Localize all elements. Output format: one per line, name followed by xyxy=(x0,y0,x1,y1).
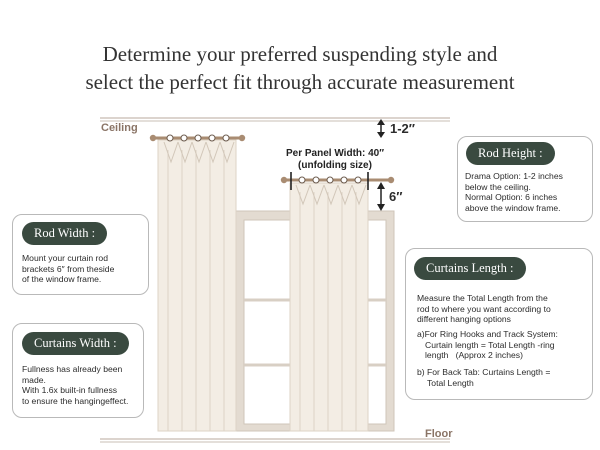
rod-width-line-2: brackets 6″ from theside xyxy=(22,263,115,274)
curtains-length-option-a: a)For Ring Hooks and Track System: Curta… xyxy=(417,329,591,361)
curtains-width-text: Fullness has already been made. With 1.6… xyxy=(22,364,144,406)
panel-width-line-2: (unfolding size) xyxy=(298,160,372,171)
curtain-left xyxy=(157,139,237,432)
curtains-length-intro-1: Measure the Total Length from the xyxy=(417,293,548,303)
rod-height-title: Rod Height : xyxy=(466,142,555,165)
curtain-right xyxy=(289,182,369,432)
rod-height-line-1: Drama Option: 1-2 inches xyxy=(465,171,563,181)
option-b-line-2: Total Length xyxy=(427,377,474,388)
rod-height-line-3: Normal Option: 6 inches xyxy=(465,192,558,202)
curtains-length-intro-2: rod to where you want according to xyxy=(417,303,551,314)
title-line-1: Determine your preferred suspending styl… xyxy=(102,42,498,66)
gap-window-label: 6″ xyxy=(389,189,403,204)
gap-top-label: 1-2″ xyxy=(390,121,416,136)
rod-width-line-1: Mount your curtain rod xyxy=(22,253,108,263)
option-a-line-2: Curtain length = Total Length -ring xyxy=(425,339,555,350)
rod-width-text: Mount your curtain rod brackets 6″ from … xyxy=(22,253,147,285)
page-title: Determine your preferred suspending styl… xyxy=(0,40,600,96)
curtains-length-intro: Measure the Total Length from the rod to… xyxy=(417,293,589,325)
rod-height-line-4: above the window frame. xyxy=(465,202,561,213)
curtains-width-line-3: With 1.6x built-in fullness xyxy=(22,385,118,395)
curtains-width-title: Curtains Width : xyxy=(22,332,129,355)
panel-width-marker xyxy=(290,172,369,190)
curtains-length-option-b: b) For Back Tab: Curtains Length = Total… xyxy=(417,367,591,388)
option-a-line-3: length (Approx 2 inches) xyxy=(425,350,523,360)
curtains-length-title: Curtains Length : xyxy=(414,257,526,280)
curtains-width-line-4: to ensure the hangingeffect. xyxy=(22,395,129,406)
rod-width-title: Rod Width : xyxy=(22,222,108,245)
option-b-line-1: b) For Back Tab: Curtains Length = xyxy=(417,367,551,377)
option-a-line-1: a)For Ring Hooks and Track System: xyxy=(417,329,558,339)
arrow-window-gap xyxy=(377,182,385,211)
curtains-width-line-2: made. xyxy=(22,374,46,385)
panel-width-line-1: Per Panel Width: 40″ xyxy=(285,148,385,159)
curtains-length-intro-3: different hanging options xyxy=(417,314,511,324)
rod-height-text: Drama Option: 1-2 inches below the ceili… xyxy=(465,171,590,213)
ceiling-label: Ceiling xyxy=(101,122,138,134)
curtains-width-line-1: Fullness has already been xyxy=(22,364,123,374)
arrow-ceiling-gap xyxy=(377,119,385,138)
rod-lower xyxy=(280,176,395,184)
rod-width-line-3: of the window frame. xyxy=(22,274,102,284)
floor-label: Floor xyxy=(425,428,453,440)
rod-height-line-2: below the ceiling. xyxy=(465,181,531,192)
title-line-2: select the perfect fit through accurate … xyxy=(85,70,515,94)
panel-width-label: Per Panel Width: 40″ (unfolding size) xyxy=(270,148,400,172)
rod-top xyxy=(149,134,246,142)
